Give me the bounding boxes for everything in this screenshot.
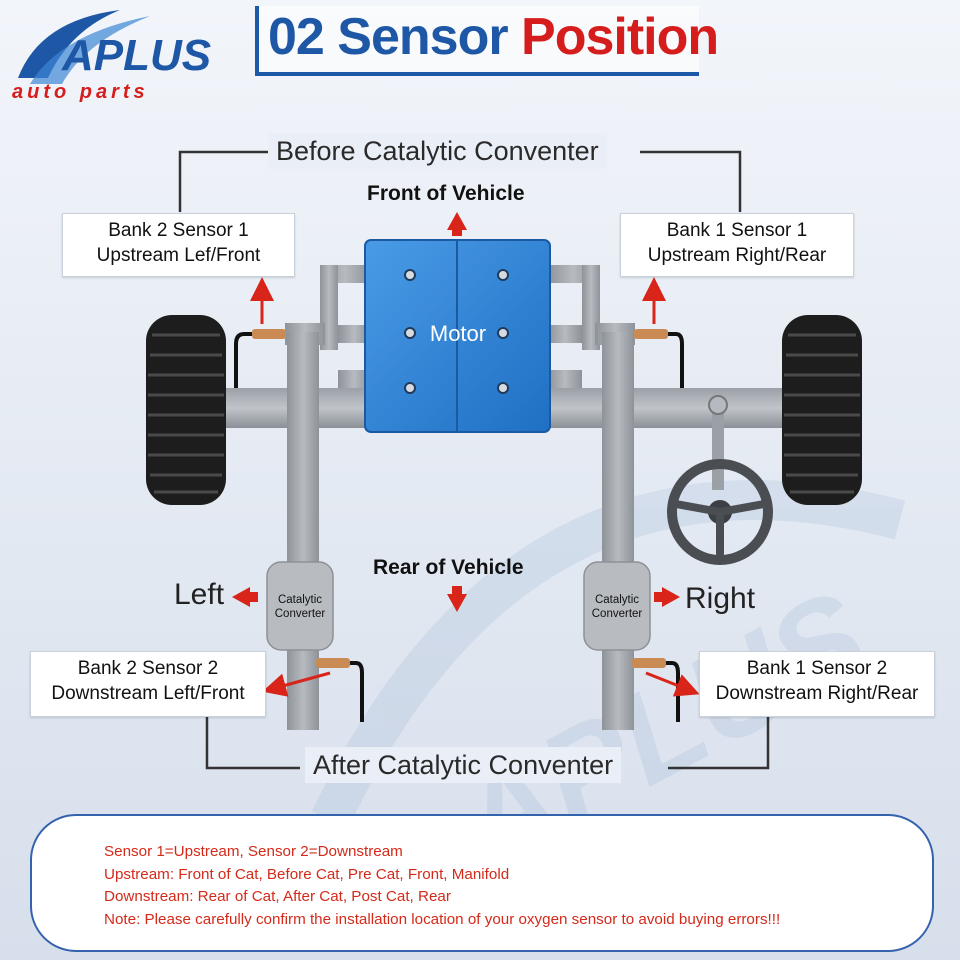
front-of-vehicle-label: Front of Vehicle xyxy=(367,182,525,205)
brand-tagline: auto parts xyxy=(12,81,149,103)
right-exhaust-pipe xyxy=(548,265,635,730)
engine-label: Motor xyxy=(430,321,486,346)
b2s1-subtitle: Upstream Lef/Front xyxy=(96,245,261,266)
before-bracket xyxy=(178,150,742,212)
sensor-b1s2-probe xyxy=(632,658,680,722)
right-label: Right xyxy=(685,582,756,615)
after-bracket xyxy=(205,715,770,770)
note-line-4: Note: Please carefully confirm the insta… xyxy=(104,910,781,928)
note-line-1: Sensor 1=Upstream, Sensor 2=Downstream xyxy=(104,843,403,860)
b2s1-title: Bank 2 Sensor 1 xyxy=(108,220,249,241)
brand-logo: APLUS auto parts xyxy=(0,0,250,110)
rear-of-vehicle-label: Rear of Vehicle xyxy=(373,556,524,579)
arrow-b1s2 xyxy=(645,671,700,697)
left-converter-label-2: Converter xyxy=(275,608,326,620)
brand-name: APLUS xyxy=(61,31,211,80)
left-wheel xyxy=(146,315,226,505)
sensor-label-b1s1: Bank 1 Sensor 1 Upstream Right/Rear xyxy=(620,213,854,277)
sensor-b2s2-probe xyxy=(316,658,364,722)
right-arrow-icon xyxy=(654,587,680,607)
title-part-2: Position xyxy=(521,8,719,66)
left-converter-label-1: Catalytic xyxy=(278,594,322,606)
right-catalytic-converter: Catalytic Converter xyxy=(583,561,651,651)
left-arrow-icon xyxy=(232,587,258,607)
logo-swoosh xyxy=(18,10,120,78)
b1s1-title: Bank 1 Sensor 1 xyxy=(666,220,808,241)
before-cat-label: Before Catalytic Conventer xyxy=(268,133,607,169)
note-line-2: Upstream: Front of Cat, Before Cat, Pre … xyxy=(104,865,510,883)
sensor-label-b2s1: Bank 2 Sensor 1 Upstream Lef/Front xyxy=(62,213,295,277)
front-arrow-icon xyxy=(447,212,467,236)
arrow-b2s2 xyxy=(262,671,331,697)
title-frame xyxy=(255,6,699,76)
rear-arrow-icon xyxy=(447,586,467,612)
page-title: 02 Sensor Position xyxy=(268,2,719,72)
engine-block: Motor xyxy=(364,239,551,433)
sensor-label-b2s2: Bank 2 Sensor 2 Downstream Left/Front xyxy=(30,651,266,717)
b1s1-subtitle: Upstream Right/Rear xyxy=(647,245,827,266)
right-wheel xyxy=(782,315,862,505)
left-label: Left xyxy=(174,578,225,611)
note-line-3: Downstream: Rear of Cat, After Cat, Post… xyxy=(104,888,451,905)
left-catalytic-converter: Catalytic Converter xyxy=(266,561,334,651)
right-converter-label-1: Catalytic xyxy=(595,594,639,606)
notes-panel xyxy=(30,814,934,952)
b1s2-title: Bank 1 Sensor 2 xyxy=(746,658,888,679)
notes-text: Sensor 1=Upstream, Sensor 2=Downstream U… xyxy=(104,841,780,931)
b2s2-title: Bank 2 Sensor 2 xyxy=(77,658,219,679)
steering-wheel xyxy=(667,395,773,565)
after-cat-label: After Catalytic Conventer xyxy=(305,747,622,783)
b2s2-subtitle: Downstream Left/Front xyxy=(51,683,245,704)
b1s2-subtitle: Downstream Right/Rear xyxy=(715,683,919,704)
logo-swoosh-light xyxy=(30,16,150,84)
sensor-label-b1s2: Bank 1 Sensor 2 Downstream Right/Rear xyxy=(699,651,935,717)
title-part-1: 02 Sensor xyxy=(268,8,509,66)
sensor-b1s1-probe xyxy=(634,329,684,388)
right-converter-label-2: Converter xyxy=(592,608,643,620)
sensor-b2s1-probe xyxy=(234,329,286,388)
